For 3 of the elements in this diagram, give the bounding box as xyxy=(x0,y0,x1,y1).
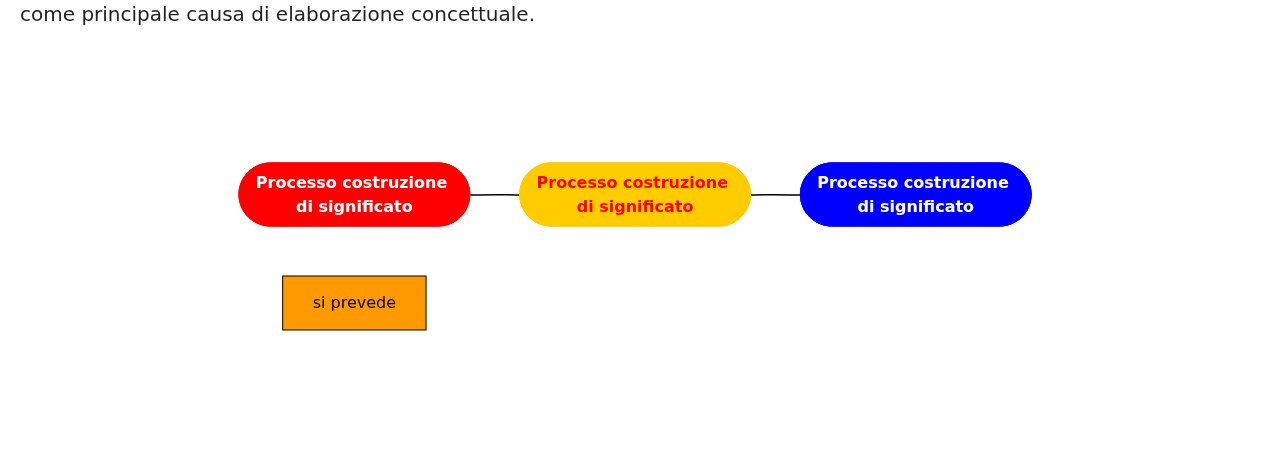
note-text: come principale causa di elaborazione concettuale. xyxy=(20,2,536,26)
node-box: si prevede xyxy=(282,275,427,331)
connector xyxy=(469,193,522,196)
